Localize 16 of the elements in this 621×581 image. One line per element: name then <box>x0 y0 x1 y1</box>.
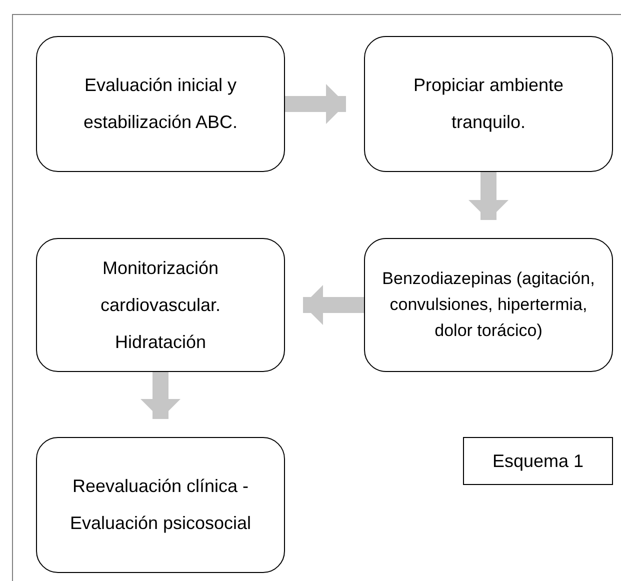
process-box <box>364 238 613 372</box>
box-text: Reevaluación clínica - Evaluación psicosocial <box>68 475 252 535</box>
process-box <box>36 437 285 573</box>
box-text: Benzodiazepinas (agitación, convulsiones, hipertermia, dolor torácico) <box>381 268 596 342</box>
block-arrow <box>303 285 364 325</box>
box-text: Evaluación inicial y estabilización ABC. <box>82 74 239 134</box>
block-arrow <box>468 172 508 220</box>
process-box <box>36 36 285 172</box>
box-text: Propiciar ambiente tranquilo. <box>412 74 565 134</box>
block-arrow <box>140 372 180 419</box>
box-text: Esquema 1 <box>492 450 584 472</box>
process-box <box>36 238 285 372</box>
block-arrow <box>285 84 346 124</box>
process-box <box>364 36 613 172</box>
box-text: Monitorización cardiovascular. Hidratación <box>99 256 222 354</box>
caption-box <box>463 437 613 485</box>
